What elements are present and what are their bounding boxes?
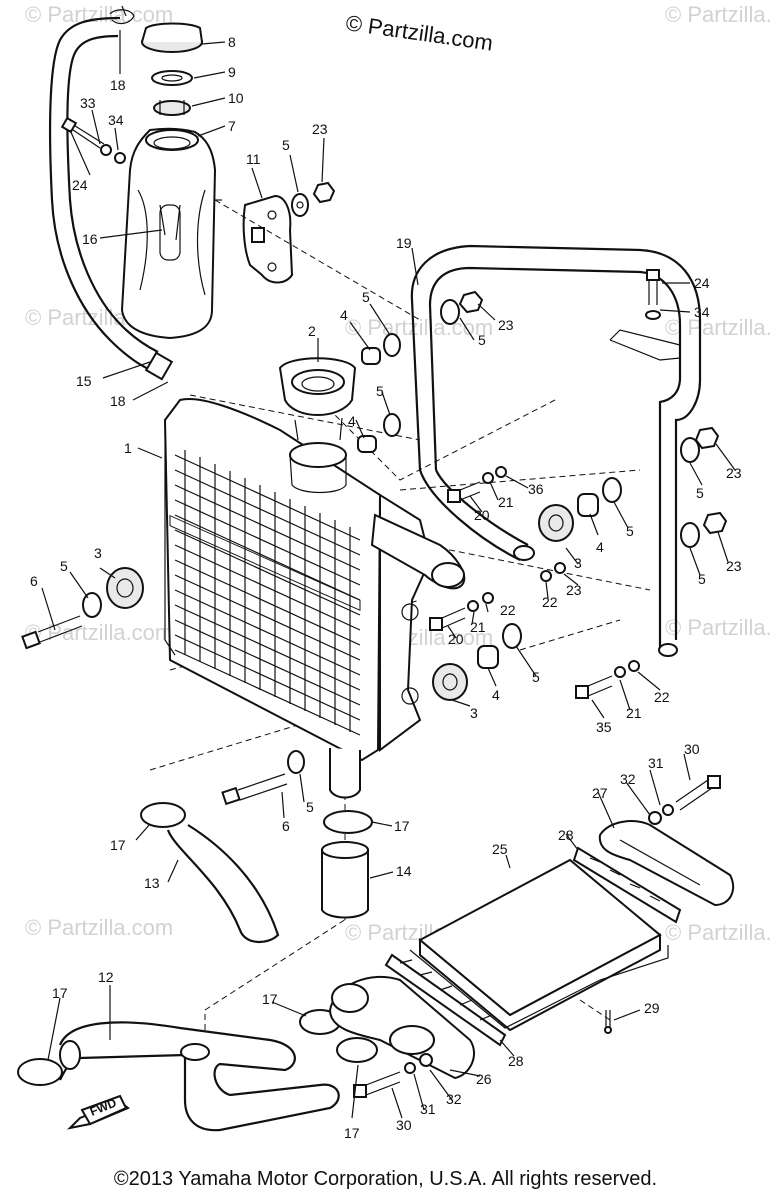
callout-12: 12 bbox=[98, 969, 114, 985]
callout-24: 24 bbox=[72, 177, 88, 193]
callout-30: 30 bbox=[396, 1117, 412, 1133]
radiator-core-fins bbox=[174, 450, 361, 736]
callout-34-right: 34 bbox=[694, 304, 710, 320]
callout-4: 4 bbox=[348, 413, 356, 429]
callout-22: 22 bbox=[500, 602, 516, 618]
callout-5: 5 bbox=[362, 289, 370, 305]
callout-32: 32 bbox=[446, 1091, 462, 1107]
callout-8: 8 bbox=[228, 34, 236, 50]
callout-14: 14 bbox=[396, 863, 412, 879]
callout-35: 35 bbox=[596, 719, 612, 735]
callout-20: 20 bbox=[448, 631, 464, 647]
watermark-text: © Partzilla.com bbox=[665, 2, 771, 27]
callout-27: 27 bbox=[592, 785, 608, 801]
callout-21: 21 bbox=[626, 705, 642, 721]
callout-21: 21 bbox=[470, 619, 486, 635]
callout-25: 25 bbox=[492, 841, 508, 857]
callout-labels: 8 9 10 7 18 33 34 24 16 11 5 23 19 24 34… bbox=[30, 34, 742, 1141]
callout-17: 17 bbox=[394, 818, 410, 834]
callout-23: 23 bbox=[726, 465, 742, 481]
watermark-text: © Partzilla.com bbox=[25, 2, 173, 27]
callout-3: 3 bbox=[574, 555, 582, 571]
callout-19: 19 bbox=[396, 235, 412, 251]
callout-29: 29 bbox=[644, 1000, 660, 1016]
watermark-text: © Partzilla.com bbox=[25, 915, 173, 940]
callout-3: 3 bbox=[470, 705, 478, 721]
watermark-text: © Partzilla.com bbox=[25, 620, 173, 645]
callout-22: 22 bbox=[542, 594, 558, 610]
callout-6: 6 bbox=[30, 573, 38, 589]
callout-23: 23 bbox=[726, 558, 742, 574]
callout-5: 5 bbox=[626, 523, 634, 539]
callout-16: 16 bbox=[82, 231, 98, 247]
callout-5: 5 bbox=[60, 558, 68, 574]
callout-28: 28 bbox=[508, 1053, 524, 1069]
callout-2: 2 bbox=[308, 323, 316, 339]
callout-13: 13 bbox=[144, 875, 160, 891]
callout-17: 17 bbox=[110, 837, 126, 853]
copyright-footer: ©2013 Yamaha Motor Corporation, U.S.A. A… bbox=[113, 1168, 658, 1190]
callout-4: 4 bbox=[492, 687, 500, 703]
callout-33: 33 bbox=[80, 95, 96, 111]
callout-36: 36 bbox=[528, 481, 544, 497]
callout-22: 22 bbox=[654, 689, 670, 705]
hose-clamps bbox=[17, 802, 378, 1086]
callout-6: 6 bbox=[282, 818, 290, 834]
callout-17: 17 bbox=[52, 985, 68, 1001]
callout-5: 5 bbox=[282, 137, 290, 153]
callout-4: 4 bbox=[596, 539, 604, 555]
watermark-text: © Partzilla.com bbox=[665, 315, 771, 340]
callout-5: 5 bbox=[376, 383, 384, 399]
callout-5: 5 bbox=[478, 332, 486, 348]
callout-31: 31 bbox=[420, 1101, 436, 1117]
callout-5: 5 bbox=[306, 799, 314, 815]
callout-10: 10 bbox=[228, 90, 244, 106]
callout-20: 20 bbox=[474, 507, 490, 523]
callout-26: 26 bbox=[476, 1071, 492, 1087]
callout-30: 30 bbox=[684, 741, 700, 757]
watermark-text: © Partzilla.com bbox=[665, 920, 771, 945]
callout-5: 5 bbox=[696, 485, 704, 501]
callout-5: 5 bbox=[698, 571, 706, 587]
callout-17: 17 bbox=[262, 991, 278, 1007]
callout-34: 34 bbox=[108, 112, 124, 128]
callout-3: 3 bbox=[94, 545, 102, 561]
callout-17: 17 bbox=[344, 1125, 360, 1141]
callout-23: 23 bbox=[566, 582, 582, 598]
callout-21: 21 bbox=[498, 494, 514, 510]
callout-4: 4 bbox=[340, 307, 348, 323]
watermark-text: © Partzilla.com bbox=[665, 615, 771, 640]
callout-1: 1 bbox=[124, 440, 132, 456]
callout-11: 11 bbox=[246, 151, 261, 167]
callout-31: 31 bbox=[648, 755, 664, 771]
callout-9: 9 bbox=[228, 64, 236, 80]
callout-28: 28 bbox=[558, 827, 574, 843]
callout-15: 15 bbox=[76, 373, 92, 389]
callout-32: 32 bbox=[620, 771, 636, 787]
watermark-text: © Partzilla.com bbox=[345, 315, 493, 340]
callout-23: 23 bbox=[312, 121, 328, 137]
callout-7: 7 bbox=[228, 118, 236, 134]
callout-18: 18 bbox=[110, 77, 126, 93]
callout-5: 5 bbox=[532, 669, 540, 685]
callout-18: 18 bbox=[110, 393, 126, 409]
site-header: © Partzilla.com bbox=[344, 10, 494, 55]
callout-23: 23 bbox=[498, 317, 514, 333]
fwd-arrow: FWD bbox=[66, 1094, 130, 1130]
line-art: FWD bbox=[17, 5, 736, 1132]
callout-24-right: 24 bbox=[694, 275, 710, 291]
